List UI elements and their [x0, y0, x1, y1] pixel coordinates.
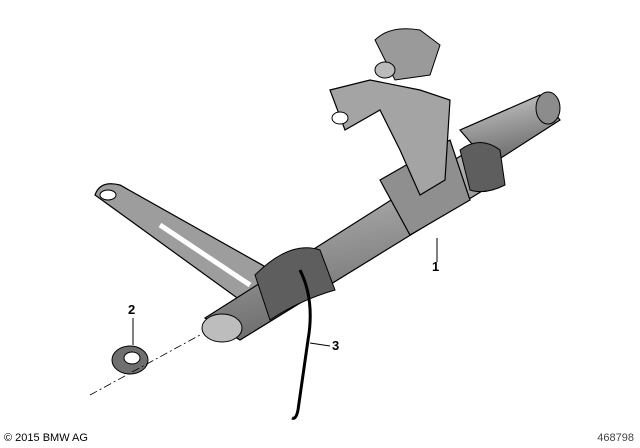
- selector-fork: [329, 28, 451, 196]
- spring-wire: [291, 269, 312, 420]
- copyright-text: © 2015 BMW AG: [4, 432, 88, 444]
- shaft: [201, 91, 561, 343]
- leader-line-3: [309, 342, 331, 347]
- callout-2[interactable]: 2: [128, 302, 136, 317]
- rubber-boot: [254, 142, 506, 321]
- diagram-id: 468798: [597, 432, 634, 444]
- callout-1[interactable]: 1: [432, 259, 440, 274]
- axis-line: [89, 334, 201, 396]
- washer: [111, 345, 149, 375]
- callout-3[interactable]: 3: [332, 338, 340, 353]
